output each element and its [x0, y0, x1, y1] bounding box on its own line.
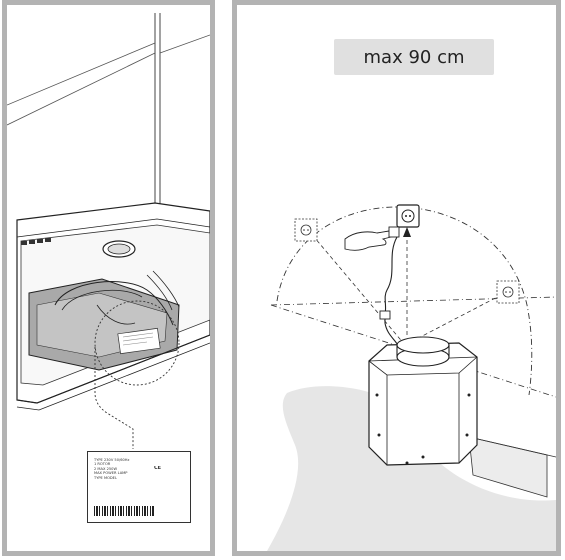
rating-line-2: 1 ROTOR [94, 462, 111, 467]
socket-left-icon [294, 218, 318, 242]
zoom-circle [94, 300, 180, 386]
socket-right-icon [496, 280, 520, 304]
reach-arc [276, 206, 533, 396]
hand-plug-icon [344, 226, 400, 251]
left-illustration-panel: TYPE 230V 50/60Hz 1 ROTOR 2 MAX 250W MAX… [2, 0, 215, 556]
socket-main-icon [396, 204, 420, 228]
power-socket-diagram [267, 204, 556, 551]
right-illustration-panel: max 90 cm [232, 0, 561, 556]
rating-line-3: 2 MAX 250W [94, 466, 118, 471]
certification-marks: CE [154, 466, 162, 471]
rating-line-4: MAX POWER LAMP [94, 471, 128, 476]
power-cable [384, 236, 400, 348]
hood-underside-drawing [7, 13, 210, 449]
barcode [94, 506, 154, 516]
control-buttons [21, 238, 51, 245]
rating-label-card: TYPE 230V 50/60Hz 1 ROTOR 2 MAX 250W MAX… [87, 451, 191, 523]
hood-motor-box [368, 336, 478, 466]
rating-line-1: TYPE 230V 50/60Hz [94, 458, 130, 462]
max-distance-badge: max 90 cm [334, 39, 494, 75]
rating-line-5: TYPE MODEL [94, 475, 117, 480]
floor-shadow [267, 386, 556, 551]
